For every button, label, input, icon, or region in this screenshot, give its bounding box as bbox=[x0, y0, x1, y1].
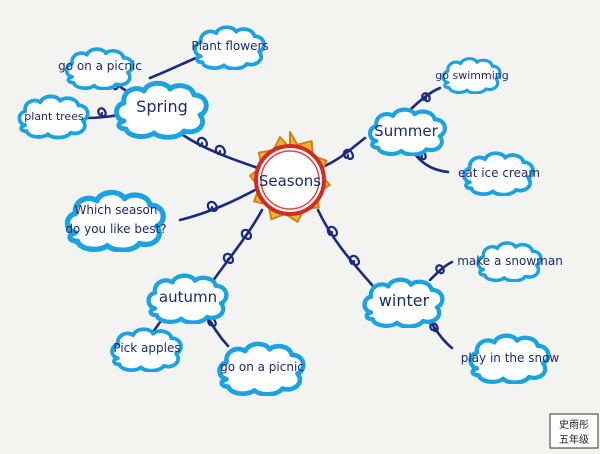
signature-name: 史雨彤 bbox=[559, 419, 589, 431]
autumn-idea-picnic: go on a picnic bbox=[220, 344, 304, 394]
question-line-2: do you like best? bbox=[65, 222, 166, 236]
spring-idea-picnic: go on a picnic bbox=[58, 49, 142, 89]
winter-node: winter bbox=[365, 280, 443, 327]
autumn-label: autumn bbox=[159, 288, 217, 306]
spring-idea-trees: plant trees bbox=[17, 94, 90, 140]
spring-node: Spring bbox=[117, 83, 207, 137]
winter-label: winter bbox=[379, 291, 430, 310]
question-node: Which season do you like best? bbox=[65, 193, 166, 251]
autumn-node: autumn bbox=[149, 276, 227, 323]
winter-idea-snowman: make a snowman bbox=[457, 243, 563, 281]
summer-idea-swimming: go swimming bbox=[435, 59, 509, 93]
signature-tag: 史雨彤 五年级 bbox=[549, 413, 599, 449]
center-label: Seasons bbox=[259, 172, 321, 190]
spring-idea-picnic-label: go on a picnic bbox=[58, 59, 142, 73]
summer-idea-icecream: eat ice cream bbox=[458, 153, 540, 194]
winter-idea-snow-label: play in the snow bbox=[461, 351, 560, 365]
summer-idea-icecream-label: eat ice cream bbox=[458, 166, 540, 180]
autumn-idea-apples-label: Pick apples bbox=[113, 341, 180, 355]
center-sun: Seasons bbox=[249, 131, 331, 223]
summer-idea-swimming-label: go swimming bbox=[435, 69, 508, 82]
autumn-idea-apples: Pick apples bbox=[112, 329, 181, 370]
spring-idea-flowers-label: Plant flowers bbox=[191, 39, 268, 53]
question-line-1: Which season bbox=[74, 203, 157, 217]
autumn-idea-picnic-label: go on a picnic bbox=[220, 360, 304, 374]
spring-label: Spring bbox=[136, 97, 188, 116]
winter-idea-snowman-label: make a snowman bbox=[457, 254, 563, 268]
summer-label: Summer bbox=[374, 122, 438, 140]
signature-grade: 五年级 bbox=[559, 433, 589, 446]
summer-node: Summer bbox=[370, 110, 445, 155]
spring-idea-flowers: Plant flowers bbox=[191, 27, 269, 68]
spring-idea-trees-label: plant trees bbox=[24, 110, 84, 123]
winter-idea-snow: play in the snow bbox=[461, 336, 560, 383]
